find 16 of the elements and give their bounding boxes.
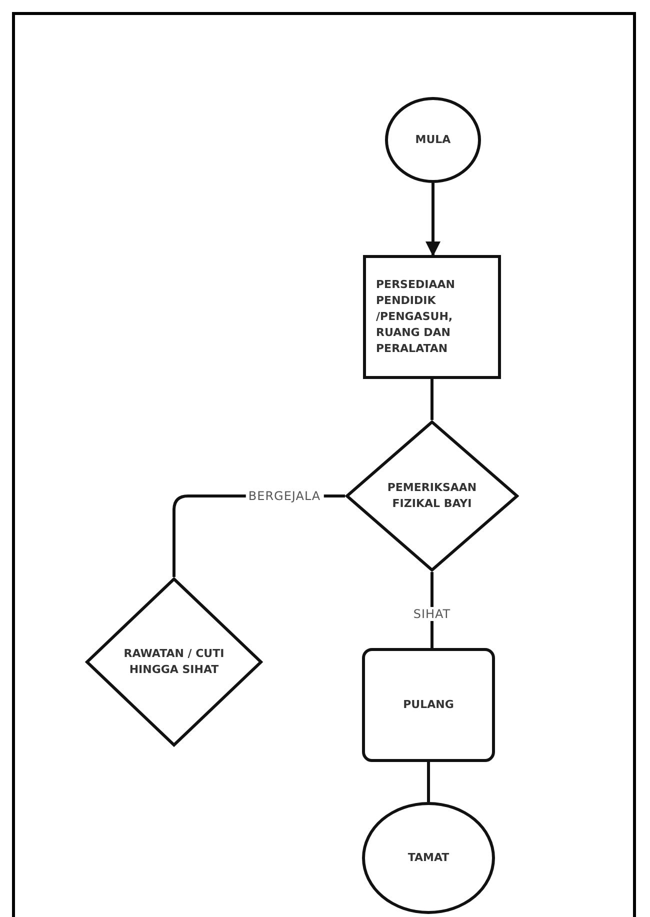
node-label: TAMAT <box>408 850 450 866</box>
end-circle <box>362 802 495 914</box>
node-label: PERSEDIAAN PENDIDIK /PENGASUH, RUANG DAN PERALATAN <box>376 277 456 357</box>
connector-line <box>427 762 430 802</box>
connector-line <box>430 379 434 420</box>
process-box <box>362 648 495 762</box>
node-label: MULA <box>415 132 451 148</box>
edge-label: BERGEJALA <box>245 489 324 503</box>
decision-diamond <box>85 577 263 747</box>
decision-diamond <box>345 420 519 572</box>
process-box <box>363 255 501 379</box>
node-label: RAWATAN / CUTI HINGGA SIHAT <box>122 646 226 678</box>
start-circle <box>385 97 481 183</box>
node-label: PULANG <box>403 697 454 713</box>
connector-line <box>426 183 440 256</box>
node-label: PEMERIKSAAN FIZIKAL BAYI <box>386 480 478 512</box>
